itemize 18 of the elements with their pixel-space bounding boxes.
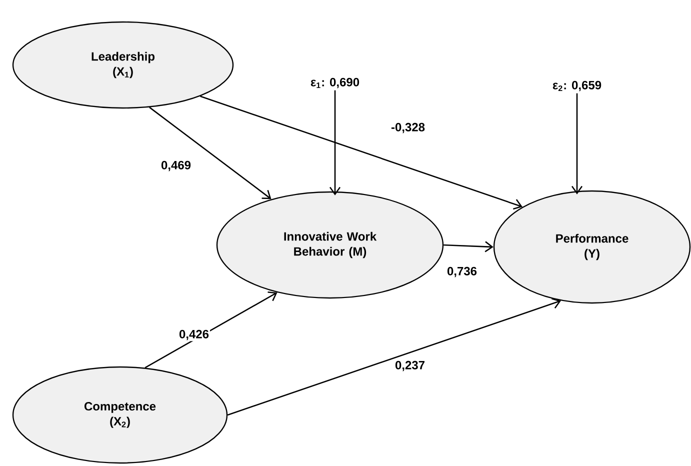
edge-label: 0,469 xyxy=(160,160,192,172)
edge-label: -0,328 xyxy=(390,122,426,134)
arrow xyxy=(149,106,272,200)
arrow xyxy=(329,90,341,196)
ellipse-node: Performance (Y) xyxy=(493,190,691,304)
error-term-label: ε$_{2}$: 0,659 xyxy=(552,80,602,92)
ellipse-node: Leadership (X$_{1}$) xyxy=(12,21,234,109)
edge-label: 0,736 xyxy=(446,266,478,278)
arrow xyxy=(571,93,583,194)
arrow xyxy=(227,298,561,416)
error-term-label: ε$_{1}$: 0,690 xyxy=(310,78,360,88)
edge-label: 0,237 xyxy=(394,360,426,372)
ellipse-node: Competence (X$_{2}$) xyxy=(12,366,228,464)
arrow xyxy=(144,292,278,368)
arrow xyxy=(200,96,522,210)
edge-label: 0,426 xyxy=(178,328,210,342)
ellipse-node: Innovative Work Behavior (M) xyxy=(216,191,444,299)
arrow xyxy=(444,241,494,252)
